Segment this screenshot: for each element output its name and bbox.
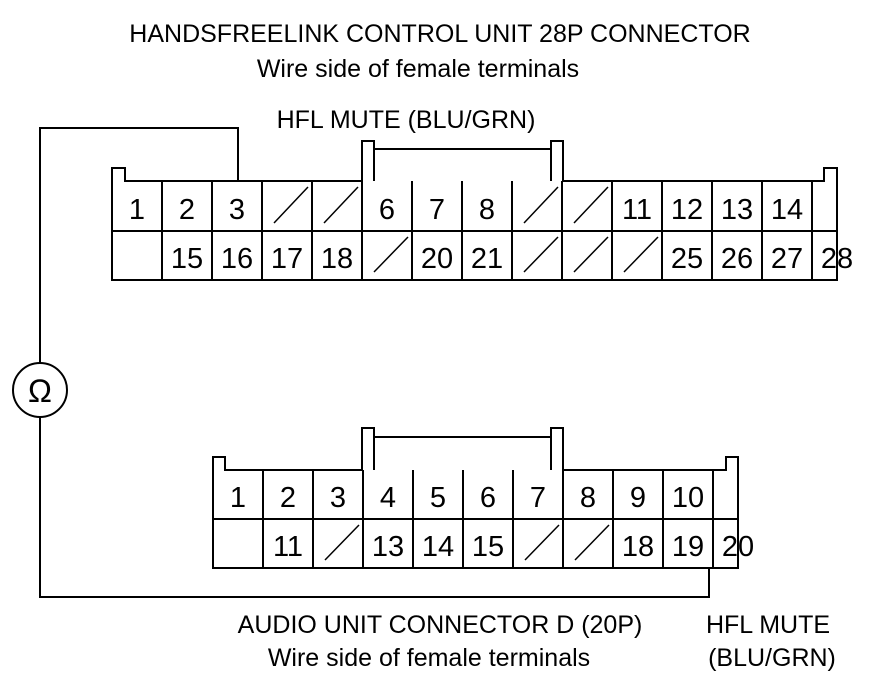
bottom-pin-20: 20: [722, 531, 754, 563]
top-pin-6: 6: [379, 194, 395, 226]
ohmmeter-lead: [12, 127, 710, 598]
top-connector: [111, 140, 838, 281]
top-pin-28: 28: [821, 243, 853, 275]
bottom-pin-5: 5: [430, 482, 446, 514]
top-pin-17: 17: [271, 243, 303, 275]
bottom-pin-18: 18: [622, 531, 654, 563]
top-pin-25: 25: [671, 243, 703, 275]
bottom-pin-10: 10: [672, 482, 704, 514]
top-pin-7: 7: [429, 194, 445, 226]
top-row2-unused-slot: [373, 236, 409, 273]
top-pin-27: 27: [771, 243, 803, 275]
bottom-row2-unused-slot: [324, 524, 360, 561]
top-row2-unused-slot: [573, 236, 609, 273]
bottom-pin-9: 9: [630, 482, 646, 514]
top-pin-8: 8: [479, 194, 495, 226]
top-connector-title: HANDSFREELINK CONTROL UNIT 28P CONNECTOR: [129, 20, 750, 48]
lead-top-wire: [39, 127, 239, 363]
top-pin-12: 12: [671, 194, 703, 226]
bottom-pin-14: 14: [422, 531, 454, 563]
bottom-pin-3: 3: [330, 482, 346, 514]
top-pin-14: 14: [771, 194, 803, 226]
bottom-pin-11: 11: [273, 531, 303, 563]
ohm-icon: Ω: [28, 373, 52, 409]
top-row1-unused-slot: [273, 186, 309, 224]
top-row2-unused-slot: [523, 236, 559, 273]
top-pin-21: 21: [471, 243, 503, 275]
top-pin-2: 2: [179, 194, 195, 226]
top-row1-unused-slot: [573, 186, 609, 224]
bottom-pin-7: 7: [530, 482, 546, 514]
bottom-pin-2: 2: [280, 482, 296, 514]
bottom-connector: [212, 427, 739, 569]
top-row1-unused-slot: [323, 186, 359, 224]
bottom-pin-4: 4: [380, 482, 396, 514]
bottom-pin-13: 13: [372, 531, 404, 563]
top-connector-subtitle: Wire side of female terminals: [257, 55, 579, 83]
top-pin-11: 11: [622, 194, 652, 226]
top-pin-15: 15: [171, 243, 203, 275]
bottom-pin-15: 15: [472, 531, 504, 563]
top-pin-16: 16: [221, 243, 253, 275]
top-pin-26: 26: [721, 243, 753, 275]
top-pin-1: 1: [129, 194, 145, 226]
bottom-pin-19: 19: [672, 531, 704, 563]
bottom-row2-unused-slot: [524, 524, 560, 561]
top-wire-label: HFL MUTE (BLU/GRN): [277, 106, 536, 134]
ohmmeter-circle: [12, 362, 68, 418]
bottom-pin-8: 8: [580, 482, 596, 514]
lead-bottom-wire: [39, 417, 710, 598]
bottom-connector-title: AUDIO UNIT CONNECTOR D (20P): [238, 611, 643, 639]
top-row2-unused-slot: [623, 236, 659, 273]
bottom-pin-6: 6: [480, 482, 496, 514]
top-pin-3: 3: [229, 194, 245, 226]
top-pin-20: 20: [421, 243, 453, 275]
bottom-connector-cells: 1 2 3 4 5 6 7 8 9 10 11 13 14 15 18 19 20: [230, 470, 754, 568]
bottom-wire-label-line2: (BLU/GRN): [708, 644, 836, 672]
bottom-connector-subtitle: Wire side of female terminals: [268, 644, 590, 672]
bottom-wire-label-line1: HFL MUTE: [706, 611, 830, 639]
top-pin-18: 18: [321, 243, 353, 275]
bottom-pin-1: 1: [230, 482, 246, 514]
top-pin-13: 13: [721, 194, 753, 226]
bottom-row2-unused-slot: [574, 524, 610, 561]
top-row1-unused-slot: [523, 186, 559, 224]
